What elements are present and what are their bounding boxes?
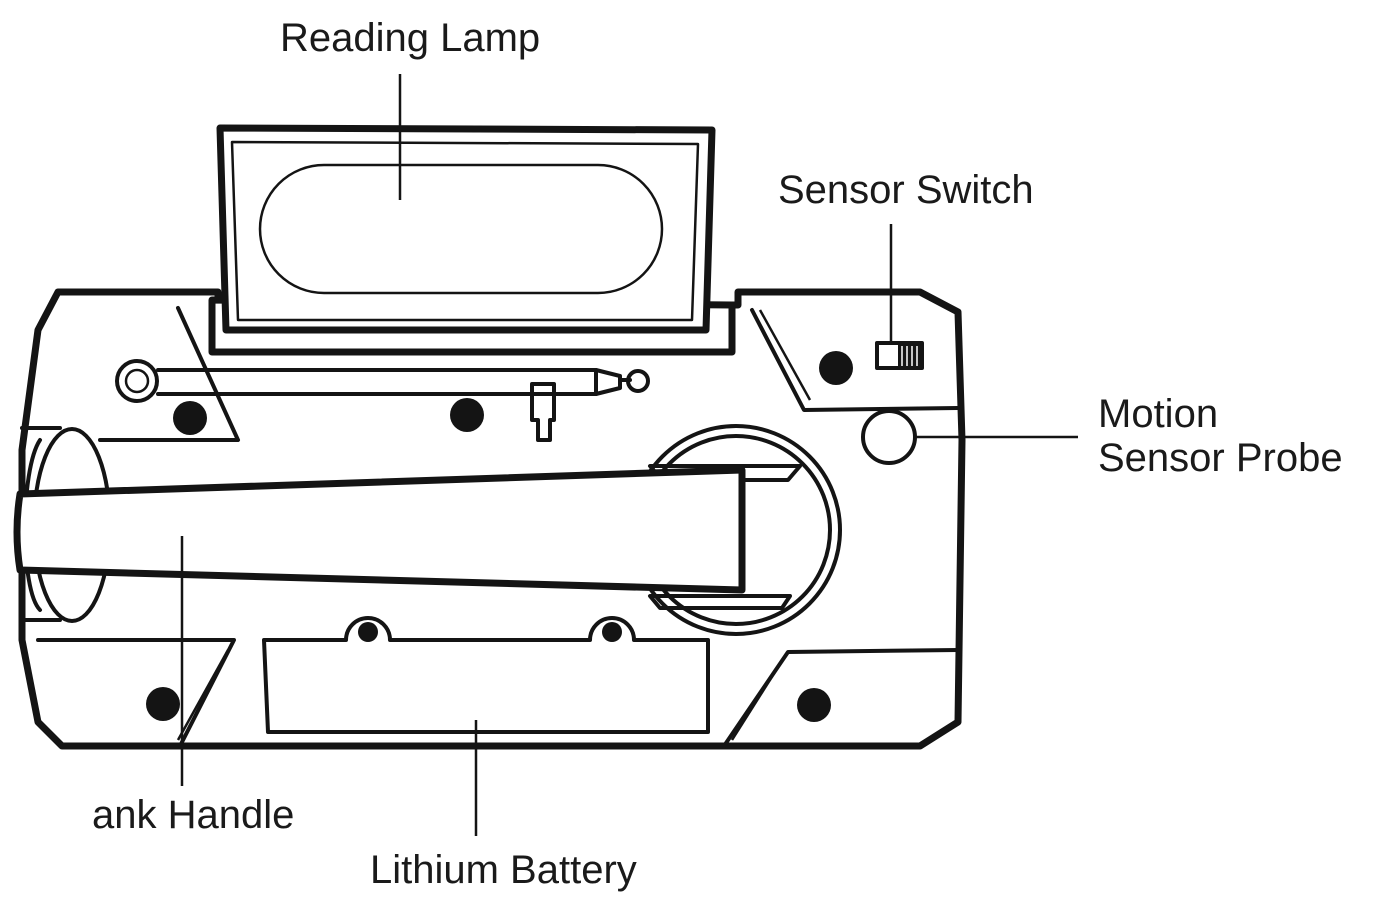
screws bbox=[146, 351, 853, 722]
screw bbox=[173, 401, 207, 435]
corner-bevel-top-left bbox=[98, 306, 240, 442]
corner-bevel-top-right bbox=[750, 308, 960, 412]
leader-lines bbox=[180, 74, 1078, 836]
label-motion-sensor-line1: Motion bbox=[1098, 392, 1218, 436]
label-sensor-switch: Sensor Switch bbox=[778, 168, 1034, 212]
label-lithium-battery: Lithium Battery bbox=[370, 848, 637, 892]
label-crank-handle: ank Handle bbox=[92, 793, 294, 837]
screw bbox=[819, 351, 853, 385]
screw bbox=[146, 687, 180, 721]
antenna bbox=[115, 359, 650, 442]
crank-handle bbox=[13, 466, 746, 594]
lamp-lens bbox=[258, 163, 664, 295]
corner-bevel-bottom-right bbox=[722, 648, 960, 748]
reading-lamp-panel bbox=[208, 124, 736, 356]
label-reading-lamp: Reading Lamp bbox=[280, 16, 540, 60]
sensor-switch bbox=[875, 341, 924, 370]
battery-compartment bbox=[262, 616, 710, 734]
corner-bevel-bottom-left bbox=[36, 638, 236, 748]
screw bbox=[450, 398, 484, 432]
label-motion-sensor-line2: Sensor Probe bbox=[1098, 436, 1343, 480]
screw bbox=[797, 688, 831, 722]
